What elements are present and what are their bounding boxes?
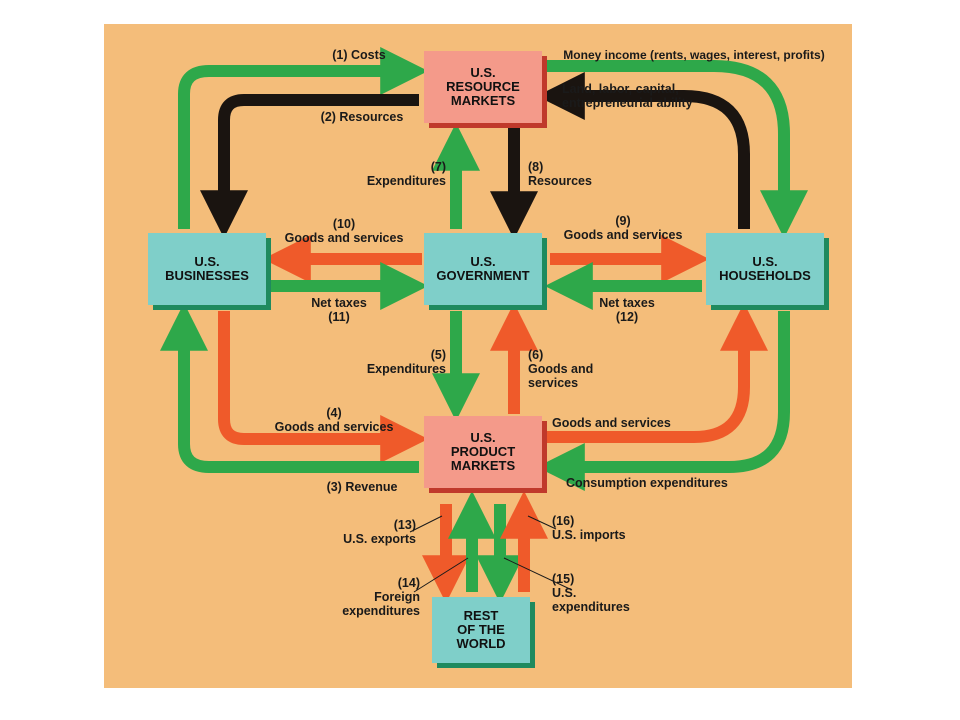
flow-label-goods-to-households: Goods and services bbox=[552, 416, 671, 430]
flow-label-resources: (2) Resources bbox=[320, 110, 404, 124]
leader-line-foreign-expenditures bbox=[413, 557, 469, 593]
flow-resources-arrow bbox=[200, 94, 419, 239]
flow-label-business-taxes: Net taxes (11) bbox=[311, 296, 367, 324]
box-product-markets bbox=[424, 416, 542, 488]
flow-label-money-income: Money income (rents, wages, interest, pr… bbox=[563, 48, 825, 62]
flow-business-goods-arrow bbox=[218, 311, 429, 463]
flow-costs-arrow bbox=[178, 47, 429, 229]
flow-label-us-expenditures: (15) U.S. expenditures bbox=[552, 572, 630, 614]
flow-money-income-arrow bbox=[544, 60, 808, 239]
flow-goods-to-households-arrow bbox=[544, 302, 768, 443]
flow-label-exports: (13) U.S. exports bbox=[343, 518, 416, 546]
flow-label-business-goods: (4) Goods and services bbox=[274, 406, 394, 434]
flow-label-imports: (16) U.S. imports bbox=[552, 514, 626, 542]
box-businesses bbox=[148, 233, 266, 305]
flow-label-gov-goods-to-households: (9) Goods and services bbox=[563, 214, 683, 242]
box-households bbox=[706, 233, 824, 305]
flow-consumption-arrow bbox=[536, 311, 790, 491]
circular-flow-diagram bbox=[148, 47, 829, 668]
box-resource-markets bbox=[424, 51, 542, 123]
flow-land-labor-arrow bbox=[536, 72, 750, 229]
flow-label-consumption: Consumption expenditures bbox=[566, 476, 728, 490]
leader-line-us-expenditures bbox=[503, 557, 573, 591]
flow-label-land-labor: Land, labor, capital, entrepreneurial ab… bbox=[562, 82, 693, 110]
leader-line-imports bbox=[527, 515, 557, 530]
leader-line-exports bbox=[409, 515, 443, 533]
flow-label-gov-expenditures: (7) Expenditures bbox=[366, 160, 446, 188]
flow-label-revenue: (3) Revenue bbox=[326, 480, 398, 494]
flow-label-gov-product-expenditures: (5) Expenditures bbox=[366, 348, 446, 376]
flow-label-gov-goods-to-business: (10) Goods and services bbox=[284, 217, 404, 245]
box-government bbox=[424, 233, 542, 305]
flow-label-foreign-expenditures: (14) Foreign expenditures bbox=[342, 576, 420, 618]
flow-label-costs: (1) Costs bbox=[332, 48, 386, 62]
flow-label-product-goods-to-gov: (6) Goods and services bbox=[528, 348, 594, 390]
flow-label-gov-resources: (8) Resources bbox=[528, 160, 592, 188]
diagram-panel: U.S. RESOURCE MARKETS U.S. BUSINESSES U.… bbox=[104, 24, 852, 688]
flow-revenue-arrow bbox=[160, 302, 419, 473]
flow-label-household-taxes: Net taxes (12) bbox=[599, 296, 655, 324]
box-rest-of-world bbox=[432, 597, 530, 663]
